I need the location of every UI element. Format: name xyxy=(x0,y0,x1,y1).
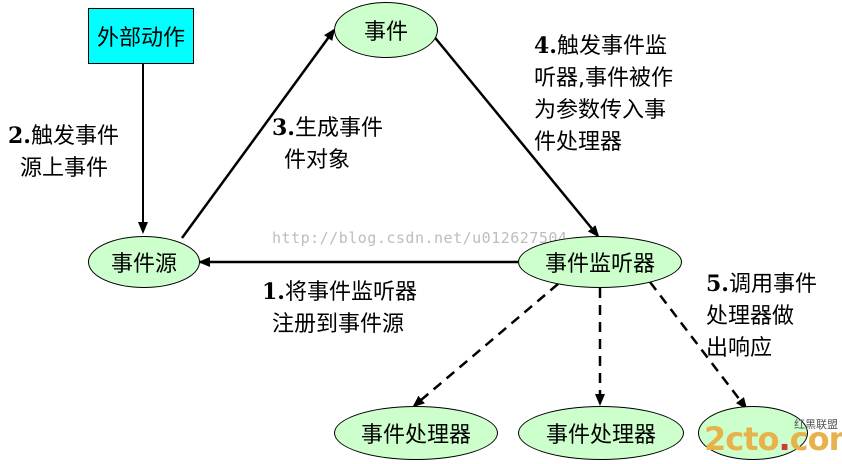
event-source-node: 事件源 xyxy=(88,236,200,288)
arrow-dashed-handler-1 xyxy=(412,283,559,408)
event-node: 事件 xyxy=(334,2,438,58)
event-handler-node-1: 事件处理器 xyxy=(334,406,498,460)
label-step-4: 4.触发事件监 听器,事件被作 为参数传入事 件处理器 xyxy=(534,33,673,155)
external-action-box: 外部动作 xyxy=(88,8,194,64)
arrow-dashed-handler-3 xyxy=(649,281,748,410)
label-step-5: 5.调用事件 处理器做 出响应 xyxy=(706,271,817,361)
label-step-3: 3.生成事件 件对象 xyxy=(272,115,383,173)
label-step-2: 2.触发事件 源上事件 xyxy=(8,123,119,181)
watermark-text: http://blog.csdn.net/u012627504 xyxy=(272,229,568,247)
label-step-1: 1.将事件监听器 注册到事件源 xyxy=(262,279,417,337)
arrow-trigger-listener xyxy=(431,33,600,238)
logo-wordmark: 2cto.com xyxy=(704,420,842,458)
site-logo: 2cto.com 红黑联盟 xyxy=(704,416,842,460)
logo-subtitle: 红黑联盟 xyxy=(794,418,838,431)
event-listener-node: 事件监听器 xyxy=(518,236,682,288)
event-handler-node-2: 事件处理器 xyxy=(518,406,684,460)
arrow-generate-event xyxy=(180,28,336,239)
event-handler-node-3 xyxy=(698,406,808,460)
